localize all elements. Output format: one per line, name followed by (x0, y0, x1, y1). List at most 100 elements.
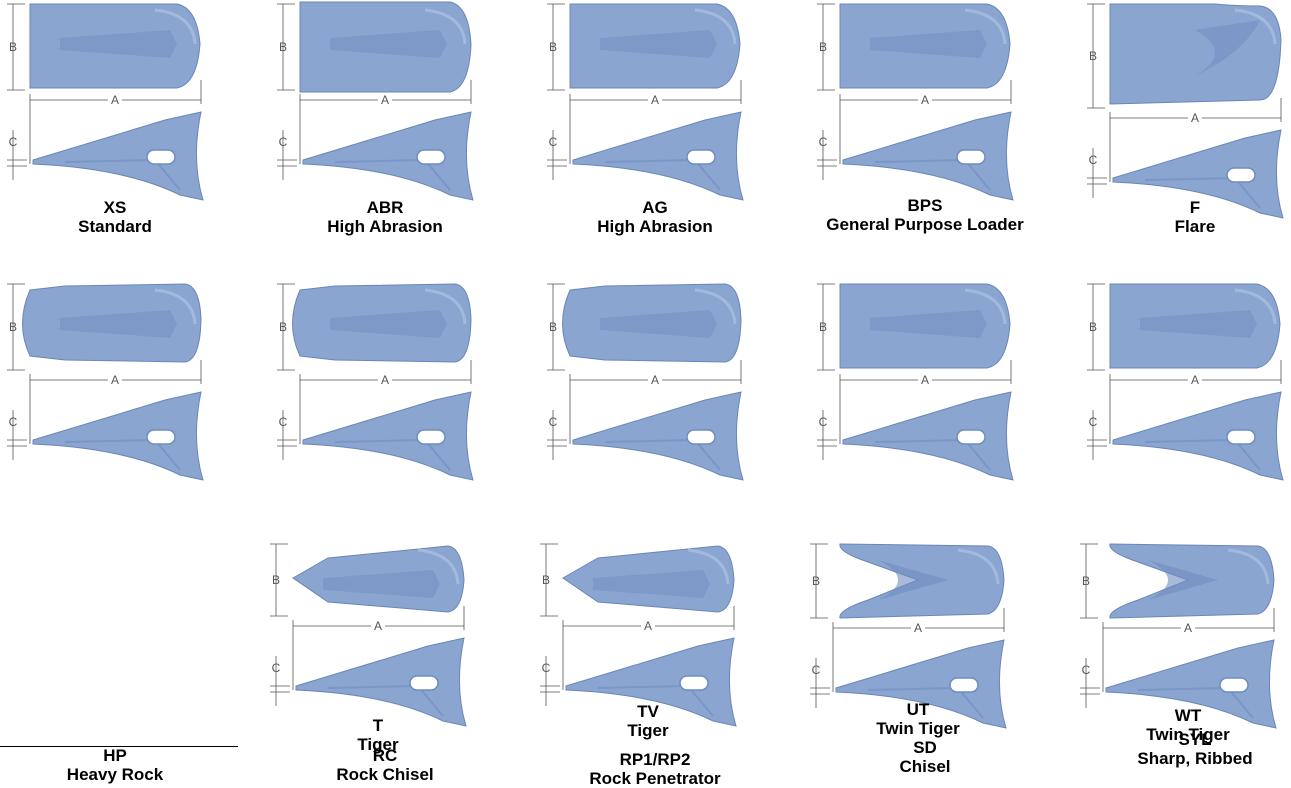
tooth-side-view (32, 111, 204, 201)
tooth-illustration: BAC (540, 543, 737, 727)
dimension-c-label: C (279, 415, 288, 429)
footer-rule (0, 746, 238, 747)
tooth-top-view (1109, 543, 1275, 619)
tooth-illustration: BAC (7, 3, 204, 201)
dimension-b-label: B (1082, 574, 1090, 588)
dimension-a-label: A (921, 93, 929, 107)
tooth-side-view (32, 391, 204, 481)
dimension-a-label: A (111, 373, 119, 387)
dimension-b-label: B (272, 573, 280, 587)
tooth-name: Flare (1174, 217, 1216, 236)
tooth-illustration: BAC (7, 283, 204, 481)
dimension-b-label: B (1089, 320, 1097, 334)
tooth-code: SD (913, 738, 937, 757)
tooth-name: Tiger (357, 735, 399, 754)
tooth-illustration: B A C (277, 1, 474, 201)
dimension-b-label: B (819, 320, 827, 334)
tooth-illustration: B A C (1087, 283, 1284, 481)
tooth-top-view (1109, 283, 1281, 369)
dimension-a-label: A (381, 93, 389, 107)
tooth-code: AG (642, 198, 668, 217)
dimension-b-label: B (1089, 49, 1097, 63)
dimension-a-label: A (644, 619, 652, 633)
dimension-a-label: A (1191, 111, 1199, 125)
dimension-a-label: A (1191, 373, 1199, 387)
dimension-a-label: A (921, 373, 929, 387)
dimension-c-label: C (819, 415, 828, 429)
tooth-side-view (302, 111, 474, 201)
tooth-illustration: B A C (270, 543, 467, 727)
dimension-c-label: C (549, 135, 558, 149)
dimension-a-label: A (374, 619, 382, 633)
tooth-top-view (292, 545, 465, 613)
dimension-c-label: C (812, 663, 821, 677)
tooth-code: T (372, 716, 384, 735)
tooth-top-view (299, 1, 472, 93)
tooth-side-view (302, 391, 474, 481)
tooth-code: XS (103, 198, 127, 217)
tooth-illustration: BAC (547, 3, 744, 201)
tooth-side-view (842, 111, 1014, 201)
tooth-top-view (839, 543, 1005, 619)
dimension-c-label: C (1089, 415, 1098, 429)
dimension-a-label: A (651, 93, 659, 107)
tooth-side-view (565, 637, 737, 727)
tooth-illustration: BAC (547, 283, 744, 481)
tooth-code: BPS (907, 196, 943, 215)
dimension-a-label: A (111, 93, 119, 107)
dimension-a-label: A (914, 621, 922, 635)
tooth-code: WT (1174, 706, 1202, 725)
tooth-side-view (842, 391, 1014, 481)
tooth-side-view (572, 391, 744, 481)
tooth-top-view (562, 283, 742, 363)
tooth-top-view (29, 3, 201, 89)
tooth-code: ABR (366, 198, 404, 217)
dimension-b-label: B (279, 40, 287, 54)
tooth-code: UT (906, 700, 930, 719)
dimension-c-label: C (9, 415, 18, 429)
tooth-top-view (292, 283, 472, 363)
tooth-name: Heavy Rock (66, 765, 164, 784)
tooth-code: F (1189, 198, 1201, 217)
dimension-c-label: C (272, 661, 281, 675)
tooth-top-view (562, 545, 735, 613)
tooth-side-view (1105, 639, 1277, 729)
tooth-name: General Purpose Loader (826, 215, 1024, 234)
tooth-side-view (295, 637, 467, 727)
dimension-c-label: C (1089, 153, 1098, 167)
tooth-side-view (1112, 129, 1284, 219)
tooth-name: Twin Tiger (876, 719, 960, 738)
tooth-code: SYL (1178, 730, 1212, 749)
tooth-top-view (839, 283, 1011, 369)
dimension-b-label: B (819, 40, 827, 54)
dimension-b-label: B (542, 573, 550, 587)
tooth-name: Twin Tiger (1146, 725, 1230, 744)
tooth-illustration: BAC (277, 283, 474, 481)
dimension-b-label: B (9, 40, 17, 54)
dimension-a-label: A (1184, 621, 1192, 635)
dimension-b-label: B (549, 320, 557, 334)
tooth-illustration: B A C (1087, 3, 1284, 219)
tooth-name: High Abrasion (597, 217, 713, 236)
tooth-top-view (569, 3, 741, 89)
dimension-c-label: C (279, 135, 288, 149)
dimension-c-label: C (549, 415, 558, 429)
